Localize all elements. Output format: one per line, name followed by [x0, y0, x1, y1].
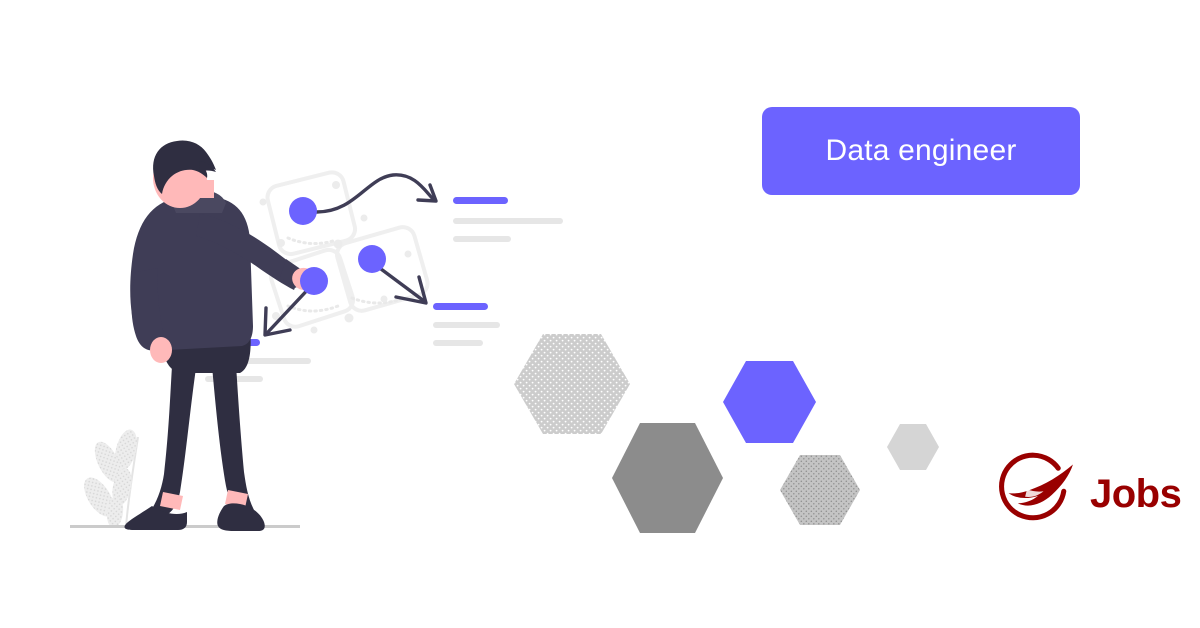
hexagon-4: [780, 455, 860, 525]
text-group-2: [433, 303, 500, 346]
person-figure: [124, 140, 316, 531]
background-card-dotline: [286, 304, 340, 313]
accent-bar: [453, 197, 508, 204]
arrow-diagonal-mid: [371, 261, 428, 305]
swoosh-circle-icon: [992, 448, 1084, 540]
arrow-curved-top: [315, 173, 438, 214]
node-circle: [300, 267, 328, 295]
gray-bar: [433, 340, 483, 346]
hexagon-1: [514, 334, 630, 434]
gray-bar: [433, 322, 500, 328]
text-group-1: [453, 197, 563, 242]
gray-bar: [453, 236, 511, 242]
node-circle: [289, 197, 317, 225]
brand-logo[interactable]: Jobs: [992, 448, 1182, 540]
hexagon-2: [612, 423, 723, 533]
brand-name: Jobs: [1090, 472, 1182, 516]
gray-bar: [453, 218, 563, 224]
hexagon-cluster: [514, 334, 939, 533]
hexagon-5: [887, 424, 939, 470]
background-card-dotline: [286, 236, 338, 245]
background-cards: [265, 170, 430, 329]
job-title-button[interactable]: Data engineer: [762, 107, 1080, 195]
background-card-dotline: [350, 296, 406, 305]
hexagon-3: [723, 361, 816, 443]
job-title-label: Data engineer: [825, 134, 1017, 167]
plant-decoration: [84, 429, 139, 528]
background-card: [269, 247, 356, 329]
accent-bar: [433, 303, 488, 310]
node-circle: [358, 245, 386, 273]
